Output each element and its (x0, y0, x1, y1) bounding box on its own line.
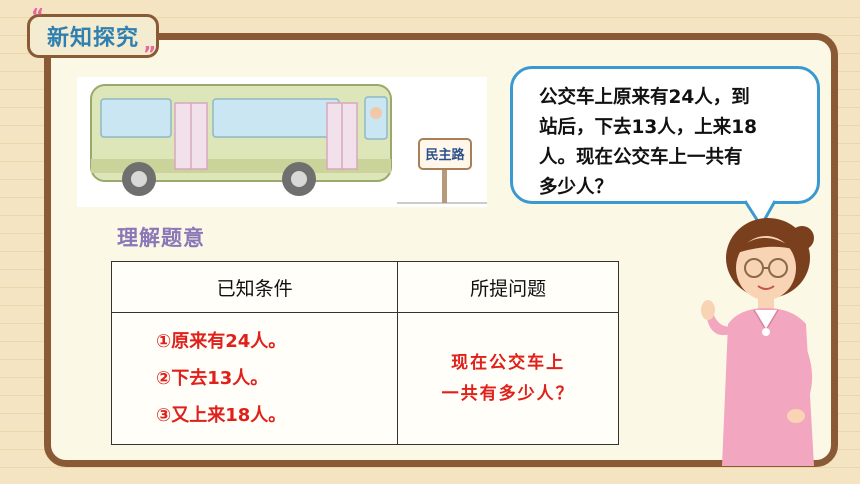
known-item: ①原来有24人。 (156, 331, 287, 352)
stop-sign-label: 民主路 (425, 147, 465, 163)
known-item: ③又上来18人。 (156, 405, 287, 426)
stop-sign (418, 138, 472, 170)
speech-line: 多少人？ (539, 177, 614, 198)
speech-line: 人。现在公交车上一共有 (539, 147, 743, 168)
understand-heading: 理解题意 (117, 226, 205, 250)
section-tab-label: 新知探究 (46, 26, 139, 51)
question-cell: 现在公交车上 一共有多少人？ (397, 312, 619, 445)
speech-line: 站后，下去13人，上来18 (539, 117, 757, 138)
bus-window (212, 98, 340, 138)
question-line: 一共有多少人？ (441, 383, 575, 404)
speech-bubble: 公交车上原来有24人，到 站后，下去13人，上来18 人。现在公交车上一共有 多… (510, 66, 820, 204)
bus-window (100, 98, 172, 138)
question-line: 现在公交车上 (451, 352, 566, 373)
known-conditions-cell: ①原来有24人。 ②下去13人。 ③又上来18人。 (110, 312, 399, 445)
header-question: 所提问题 (397, 261, 619, 313)
known-item: ②下去13人。 (156, 368, 269, 389)
teacher-illustration (701, 218, 814, 466)
quote-mark-icon: ” (143, 42, 157, 66)
header-known: 已知条件 (110, 261, 399, 313)
quote-mark-icon: “ (31, 4, 45, 28)
speech-line: 公交车上原来有24人，到 (539, 87, 750, 108)
section-tab: 新知探究 (27, 14, 159, 58)
teacher-shirt (722, 308, 814, 466)
bus-illustration: 民主路 (77, 77, 487, 207)
problem-table: 已知条件 所提问题 ①原来有24人。 ②下去13人。 ③又上来18人。 现在公交… (110, 261, 619, 445)
